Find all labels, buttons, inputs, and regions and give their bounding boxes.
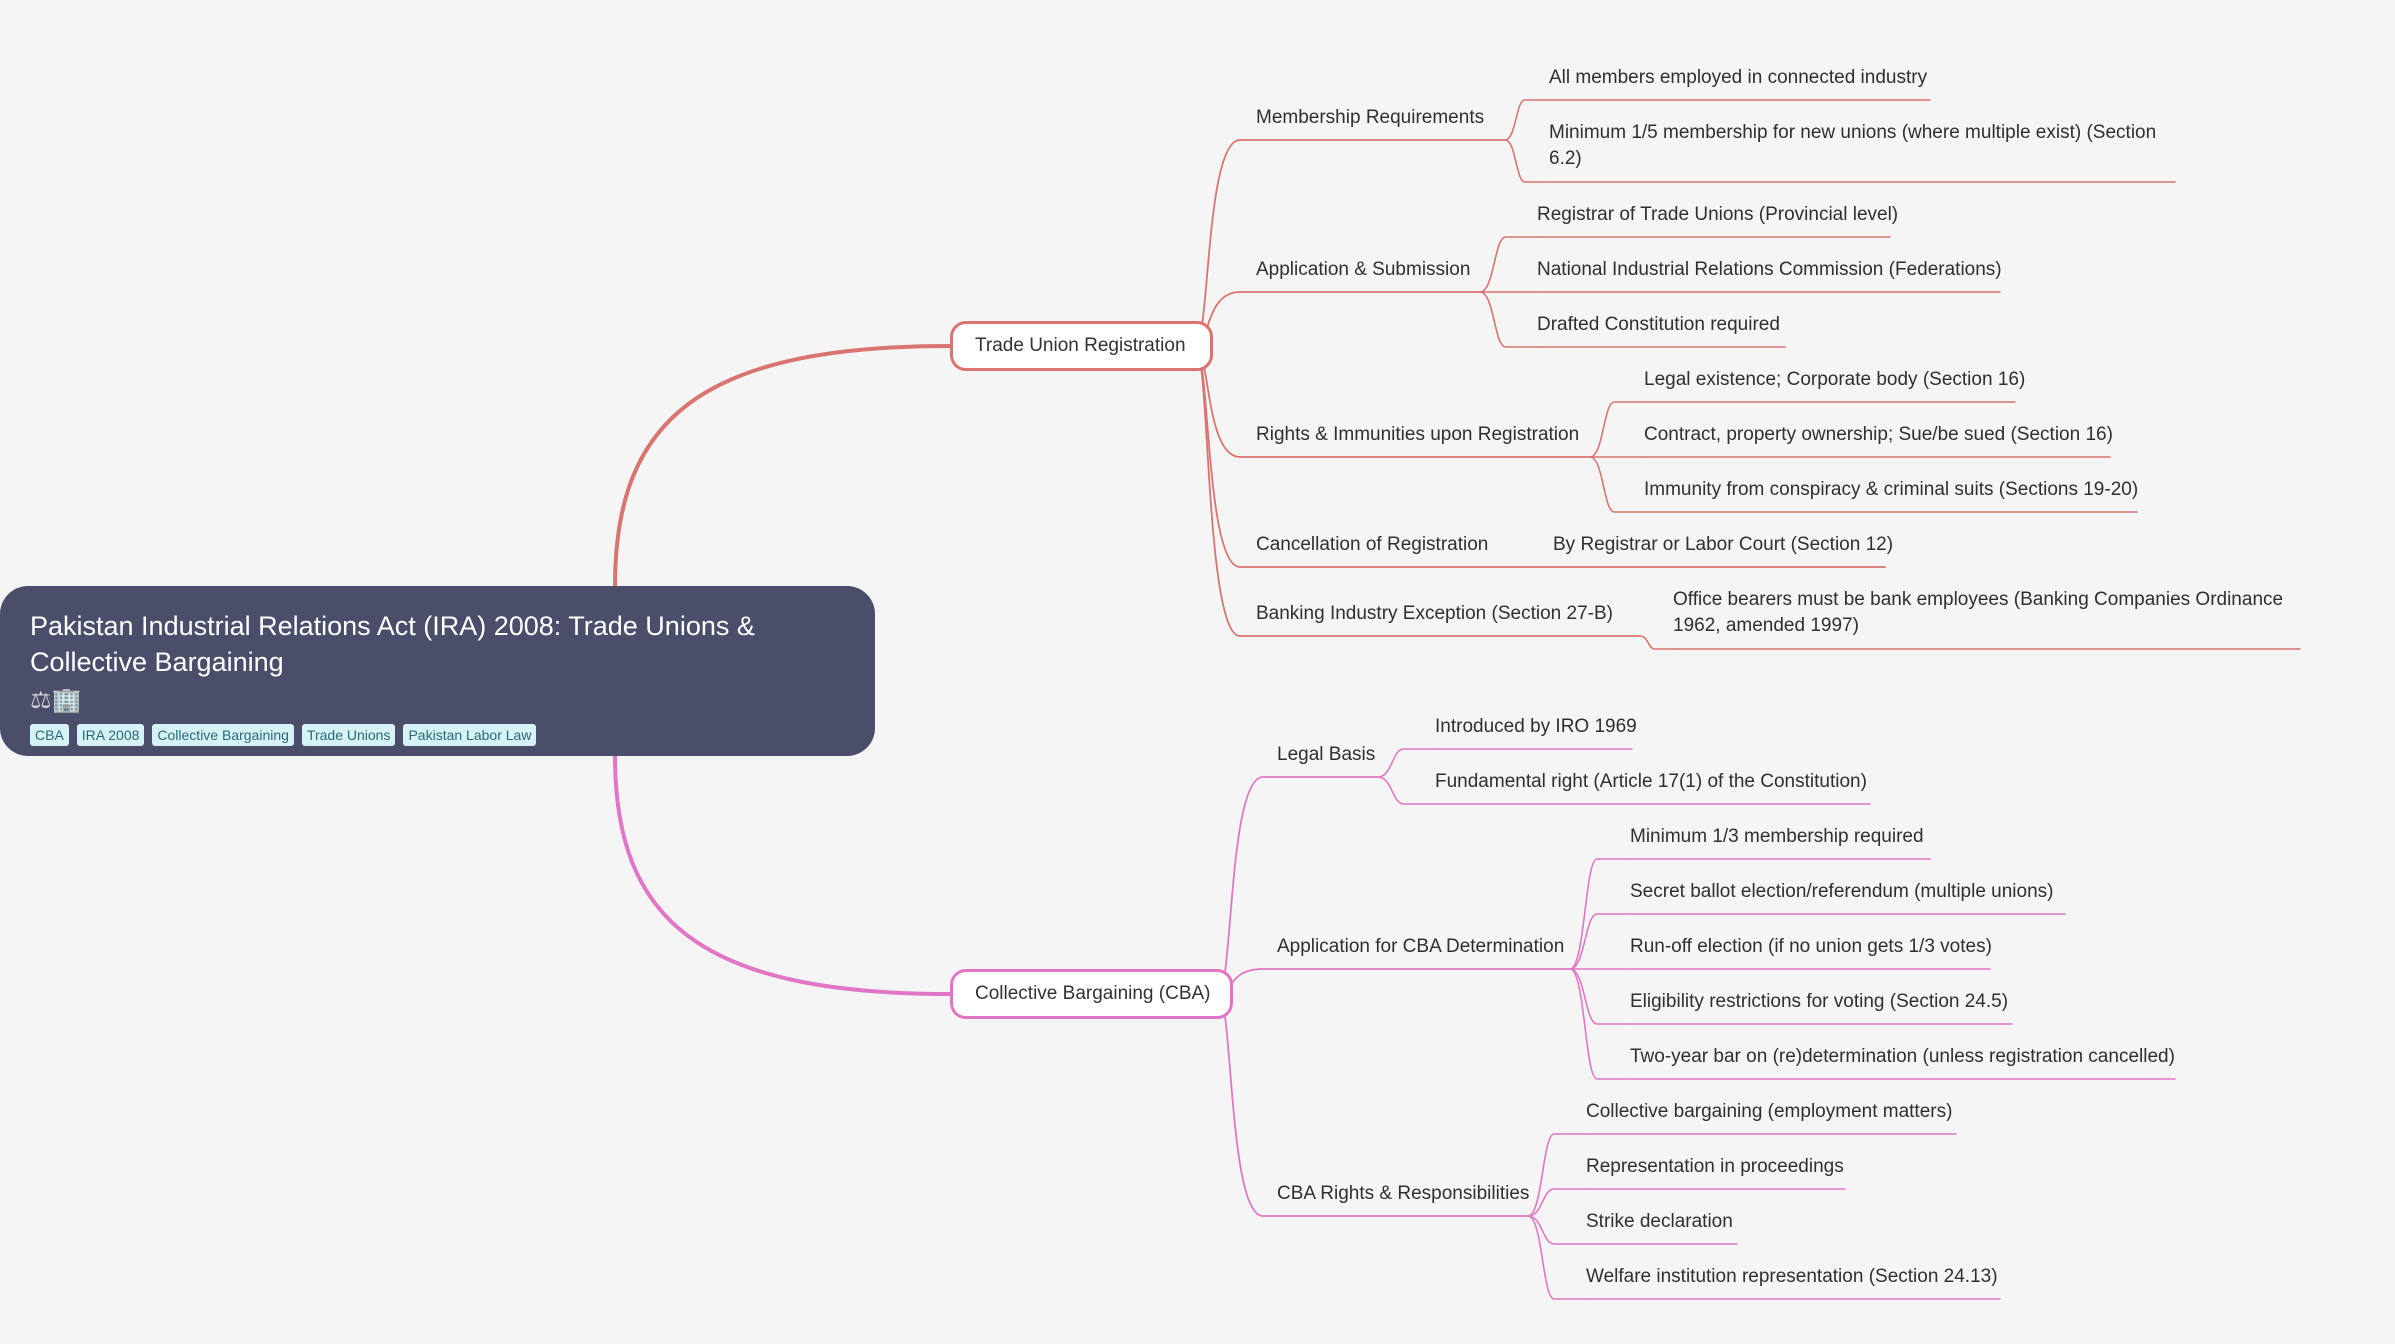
subtopic-bank-employees[interactable]: Office bearers must be bank employees (B… [1673,589,2284,636]
subtopic-nirc[interactable]: National Industrial Relations Commission… [1537,259,2002,280]
connector-tu-sub-2-2 [1589,456,1645,513]
tag-pakistan-labor-law[interactable]: Pakistan Labor Law [403,724,537,746]
subtopic-strike[interactable]: Strike declaration [1586,1211,1733,1232]
connector-tu-topic-0 [1194,139,1506,347]
subtopic-two-year-bar[interactable]: Two-year bar on (re)determination (unles… [1630,1046,2175,1067]
connector-tu-topic-4 [1194,345,1641,637]
topic-legal-basis[interactable]: Legal Basis [1277,744,1376,765]
scale-building-icon: ⚖🏢 [30,687,82,714]
connector-cba-topic-1 [1217,968,1571,995]
subtopic-constitution[interactable]: Drafted Constitution required [1537,314,1780,335]
connector-cba-sub-2-2 [1527,1215,1587,1245]
connector-cba-sub-2-3 [1527,1215,1587,1300]
subtopic-representation[interactable]: Representation in proceedings [1586,1156,1844,1177]
connector-cba-sub-2-1 [1527,1188,1587,1217]
connector-tu-sub-2-0 [1589,401,1645,458]
root-title: Pakistan Industrial Relations Act (IRA) … [30,611,755,677]
tag-trade-unions[interactable]: Trade Unions [301,724,396,746]
tag-collective-bargaining[interactable]: Collective Bargaining [152,724,294,746]
subtopic-registrar-labor-court[interactable]: By Registrar or Labor Court (Section 12) [1553,534,1894,555]
tag-ira-2008[interactable]: IRA 2008 [76,724,145,746]
branch-collective-bargaining[interactable]: Collective Bargaining (CBA) [950,969,1233,1019]
connector-tu-sub-0-0 [1504,99,1550,141]
subtopic-minimum-membership[interactable]: Minimum 1/5 membership for new unions (w… [1549,122,2157,169]
connector-tu-sub-4-0 [1639,635,1674,650]
connector-tu-sub-1-0 [1479,236,1538,293]
subtopic-iro-1969[interactable]: Introduced by IRO 1969 [1435,716,1637,737]
topic-cba-rights[interactable]: CBA Rights & Responsibilities [1277,1183,1530,1204]
subtopic-welfare[interactable]: Welfare institution representation (Sect… [1586,1266,1998,1287]
connector-cba-sub-1-3 [1569,968,1631,1025]
connector-cba-sub-0-1 [1377,776,1436,805]
connector-root-cba [613,754,952,996]
topic-cancellation[interactable]: Cancellation of Registration [1256,534,1489,555]
subtopic-connected-industry[interactable]: All members employed in connected indust… [1549,67,1928,88]
topic-banking-exception[interactable]: Banking Industry Exception (Section 27-B… [1256,603,1613,624]
subtopic-run-off[interactable]: Run-off election (if no union gets 1/3 v… [1630,936,1992,957]
tag-cba[interactable]: CBA [30,724,69,746]
connector-tu-topic-1 [1194,291,1481,347]
subtopic-secret-ballot[interactable]: Secret ballot election/referendum (multi… [1630,881,2054,902]
connector-cba-sub-1-4 [1569,968,1631,1080]
topic-cba-determination[interactable]: Application for CBA Determination [1277,936,1565,957]
subtopic-fundamental-right[interactable]: Fundamental right (Article 17(1) of the … [1435,771,1867,792]
subtopic-immunity[interactable]: Immunity from conspiracy & criminal suit… [1644,479,2139,500]
root-tags: CBA IRA 2008 Collective Bargaining Trade… [30,724,845,746]
connector-cba-topic-0 [1217,776,1379,995]
subtopic-legal-existence[interactable]: Legal existence; Corporate body (Section… [1644,369,2026,390]
connector-cba-sub-0-0 [1377,748,1436,778]
connector-cba-sub-2-0 [1527,1133,1587,1217]
connector-root-trade-union [613,344,952,588]
subtopic-contract-property[interactable]: Contract, property ownership; Sue/be sue… [1644,424,2113,445]
subtopic-eligibility[interactable]: Eligibility restrictions for voting (Sec… [1630,991,2009,1012]
subtopic-one-third-membership[interactable]: Minimum 1/3 membership required [1630,826,1924,847]
topic-membership-requirements[interactable]: Membership Requirements [1256,107,1485,128]
subtopic-collective-bargaining[interactable]: Collective bargaining (employment matter… [1586,1101,1953,1122]
connector-cba-sub-1-0 [1569,858,1631,970]
topic-rights-immunities[interactable]: Rights & Immunities upon Registration [1256,424,1580,445]
connector-tu-sub-1-2 [1479,291,1538,348]
topic-application-submission[interactable]: Application & Submission [1256,259,1471,280]
connector-tu-sub-0-1 [1504,139,1550,183]
branch-trade-union-registration[interactable]: Trade Union Registration [950,321,1213,371]
connector-cba-sub-1-1 [1569,913,1631,970]
root-topic[interactable]: Pakistan Industrial Relations Act (IRA) … [0,586,875,756]
subtopic-registrar[interactable]: Registrar of Trade Unions (Provincial le… [1537,204,1899,225]
